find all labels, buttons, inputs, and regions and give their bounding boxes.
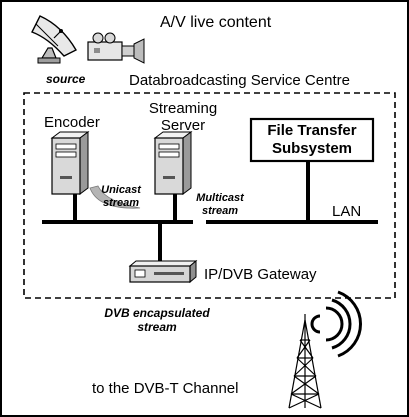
lan-label: LAN — [332, 203, 362, 220]
gateway-device-icon — [128, 259, 198, 284]
streaming-server-label: Streaming Server — [142, 101, 224, 133]
file-transfer-label: File Transfer Subsystem — [253, 123, 371, 156]
service-centre-label: Databroadcasting Service Centre — [129, 72, 350, 89]
streaming-server-icon — [153, 131, 193, 195]
encoder-server-icon — [50, 131, 90, 195]
unicast-label-line2: stream — [102, 197, 140, 209]
dvb-label-line1: DVB encapsulated — [104, 306, 210, 320]
dvb-t-channel-label: to the DVB-T Channel — [92, 380, 239, 397]
dvb-label-line2: stream — [137, 320, 177, 334]
satellite-dish-icon — [31, 15, 77, 64]
radio-waves-icon — [310, 290, 363, 358]
dvb-encapsulated-label: DVB encapsulated stream — [94, 307, 220, 333]
streaming-server-label-line2: Server — [160, 117, 206, 134]
av-live-content-label: A/V live content — [160, 14, 272, 31]
file-transfer-label-line1: File Transfer — [267, 122, 357, 139]
transmission-tower-icon — [288, 314, 322, 409]
unicast-label-line1: Unicast — [101, 184, 141, 196]
gateway-label: IP/DVB Gateway — [204, 266, 317, 283]
service-centre-boundary — [23, 92, 396, 299]
multicast-label-line2: stream — [201, 205, 239, 217]
unicast-stream-label: Unicast stream — [90, 185, 152, 209]
multicast-label-line1: Multicast — [196, 192, 244, 204]
file-transfer-box — [249, 117, 375, 163]
file-transfer-label-line2: Subsystem — [271, 140, 353, 157]
source-label: source — [46, 72, 86, 86]
multicast-stream-label: Multicast stream — [188, 193, 252, 217]
streaming-server-label-line1: Streaming — [148, 100, 218, 117]
video-camera-icon — [87, 32, 145, 64]
encoder-label: Encoder — [44, 114, 100, 131]
unicast-stream-arrow — [89, 185, 141, 209]
